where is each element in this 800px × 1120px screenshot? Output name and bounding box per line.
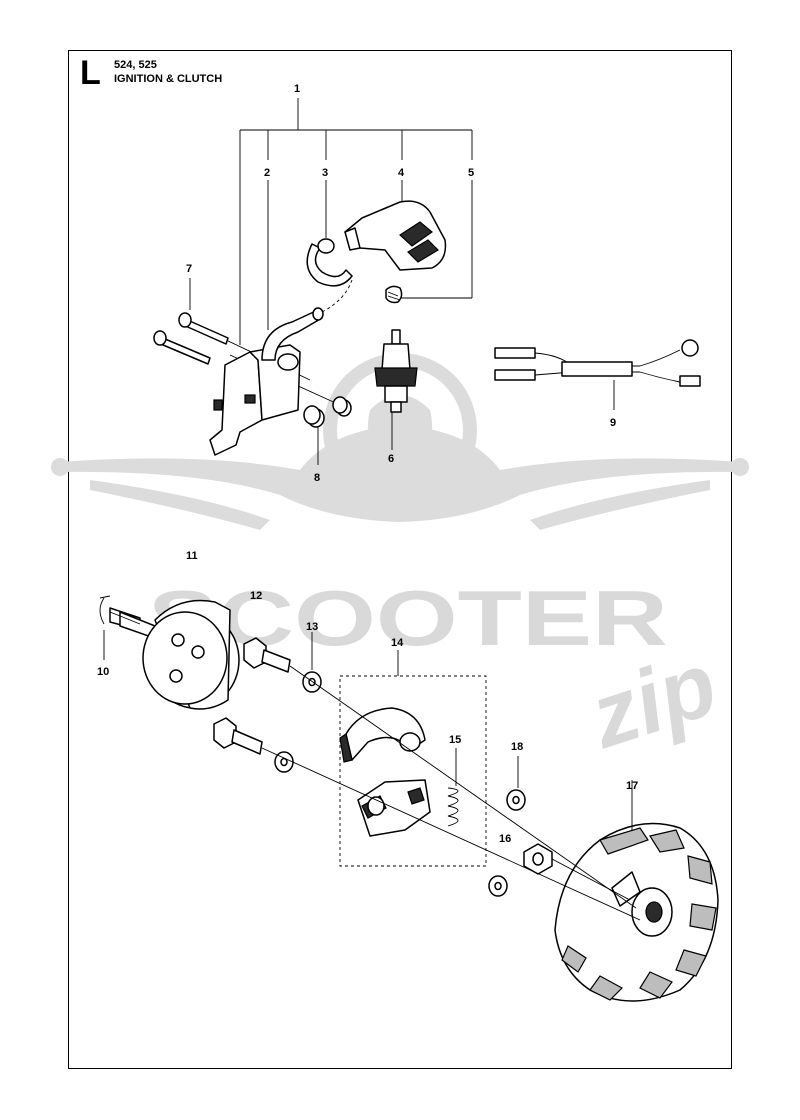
callout-2: 2 bbox=[264, 167, 270, 179]
callout-14: 14 bbox=[391, 637, 404, 649]
spark-plug-spring bbox=[385, 285, 403, 304]
callout-4: 4 bbox=[398, 167, 405, 179]
diagram-frame bbox=[68, 50, 732, 1069]
callout-8: 8 bbox=[314, 472, 320, 484]
callout-16: 16 bbox=[499, 833, 511, 845]
shoulder-bolts bbox=[213, 637, 291, 755]
spacers bbox=[303, 396, 352, 428]
spark-plug-cap bbox=[344, 200, 447, 271]
callout-6: 6 bbox=[388, 453, 394, 465]
assembly-axis-lines bbox=[109, 611, 641, 921]
callout-12: 12 bbox=[250, 590, 262, 602]
screw-bolts bbox=[153, 312, 229, 365]
watermark-scooter-logo bbox=[51, 425, 749, 530]
wiring-harness bbox=[494, 339, 701, 387]
watermark-flame-icon bbox=[368, 395, 432, 470]
clutch-assembly-box bbox=[339, 650, 487, 867]
model-numbers: 524, 525 bbox=[114, 59, 157, 71]
callout-3: 3 bbox=[322, 167, 328, 179]
callout-11: 11 bbox=[186, 550, 198, 562]
watermark: SCOOTER zip bbox=[51, 353, 749, 768]
callout-9: 9 bbox=[610, 417, 616, 429]
callout-1: 1 bbox=[294, 83, 300, 95]
callout-13: 13 bbox=[306, 621, 318, 633]
flywheel-washers bbox=[488, 756, 526, 897]
flywheel bbox=[554, 780, 719, 1002]
callout-17: 17 bbox=[626, 780, 638, 792]
section-letter: L bbox=[80, 54, 101, 92]
clutch-spring bbox=[447, 748, 459, 827]
circlip bbox=[99, 595, 111, 660]
callout-labels: 1 2 3 4 5 6 7 8 9 10 11 12 13 14 15 16 1… bbox=[97, 83, 638, 845]
clutch-shoe bbox=[339, 707, 426, 763]
callout-7: 7 bbox=[186, 263, 192, 275]
callout-15: 15 bbox=[449, 734, 461, 746]
spark-plug bbox=[374, 329, 418, 413]
clutch-drum bbox=[109, 599, 240, 710]
section-title: IGNITION & CLUTCH bbox=[114, 73, 223, 85]
callout-5: 5 bbox=[468, 167, 474, 179]
callout-10: 10 bbox=[97, 666, 109, 678]
callout-18: 18 bbox=[511, 741, 523, 753]
flywheel-nut bbox=[523, 843, 553, 875]
ignition-coil bbox=[209, 279, 353, 456]
ht-lead bbox=[306, 238, 353, 287]
